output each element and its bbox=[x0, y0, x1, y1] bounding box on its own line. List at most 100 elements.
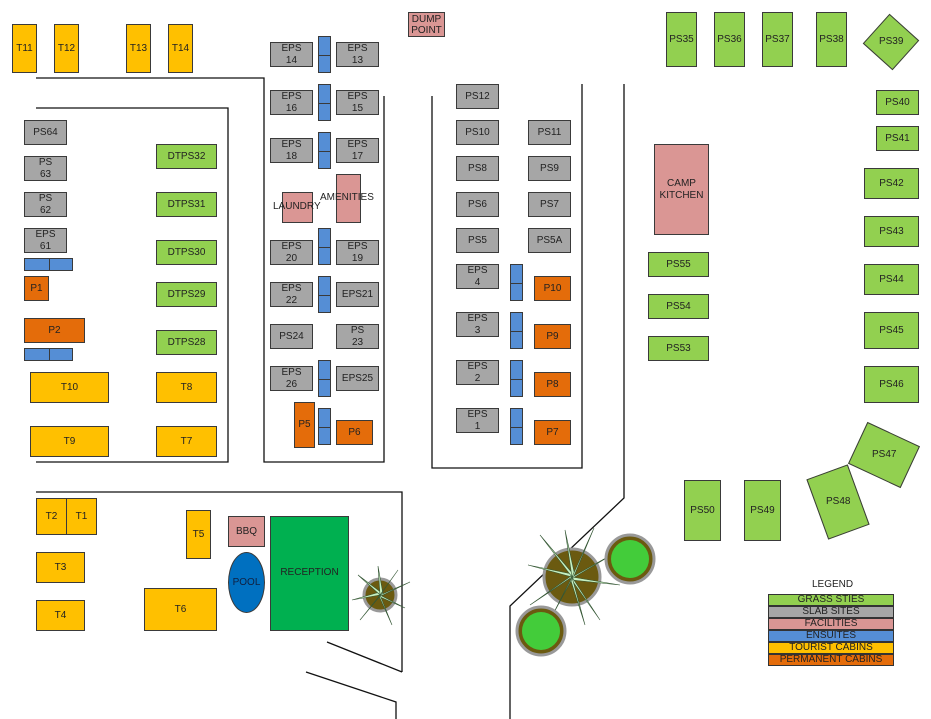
grass-site-dtps28[interactable]: DTPS28 bbox=[156, 330, 217, 355]
slab-site-eps14[interactable]: EPS 14 bbox=[270, 42, 313, 67]
slab-site-ps9[interactable]: PS9 bbox=[528, 156, 571, 181]
bbq[interactable]: BBQ bbox=[228, 516, 265, 547]
reception[interactable]: RECEPTION bbox=[270, 516, 349, 631]
grass-site-ps38[interactable]: PS38 bbox=[816, 12, 847, 67]
permanent-cabin-p9[interactable]: P9 bbox=[534, 324, 571, 349]
slab-site-eps61[interactable]: EPS 61 bbox=[24, 228, 67, 253]
grass-site-ps41[interactable]: PS41 bbox=[876, 126, 919, 151]
slab-site-eps2[interactable]: EPS 2 bbox=[456, 360, 499, 385]
tourist-cabin-t3[interactable]: T3 bbox=[36, 552, 85, 583]
grass-site-ps46[interactable]: PS46 bbox=[864, 366, 919, 403]
slab-site-eps4[interactable]: EPS 4 bbox=[456, 264, 499, 289]
ensuite[interactable] bbox=[510, 408, 523, 445]
grass-site-ps36[interactable]: PS36 bbox=[714, 12, 745, 67]
grass-site-ps50[interactable]: PS50 bbox=[684, 480, 721, 541]
tourist-cabin-t10[interactable]: T10 bbox=[30, 372, 109, 403]
grass-site-ps40[interactable]: PS40 bbox=[876, 90, 919, 115]
permanent-cabin-p8[interactable]: P8 bbox=[534, 372, 571, 397]
grass-site-ps54[interactable]: PS54 bbox=[648, 294, 709, 319]
ensuite[interactable] bbox=[510, 312, 523, 349]
camp-kitchen[interactable]: CAMP KITCHEN bbox=[654, 144, 709, 235]
slab-site-eps25[interactable]: EPS25 bbox=[336, 366, 379, 391]
grass-site-dtps29[interactable]: DTPS29 bbox=[156, 282, 217, 307]
grass-site-dtps31[interactable]: DTPS31 bbox=[156, 192, 217, 217]
tourist-cabin-t7[interactable]: T7 bbox=[156, 426, 217, 457]
slab-site-ps7[interactable]: PS7 bbox=[528, 192, 571, 217]
slab-site-ps23[interactable]: PS 23 bbox=[336, 324, 379, 349]
ensuite[interactable] bbox=[24, 348, 73, 361]
permanent-cabin-p7[interactable]: P7 bbox=[534, 420, 571, 445]
permanent-cabin-p5[interactable]: P5 bbox=[294, 402, 315, 448]
slab-site-eps13[interactable]: EPS 13 bbox=[336, 42, 379, 67]
grass-site-ps42[interactable]: PS42 bbox=[864, 168, 919, 199]
grass-site-ps55[interactable]: PS55 bbox=[648, 252, 709, 277]
slab-site-ps5[interactable]: PS5 bbox=[456, 228, 499, 253]
ensuite[interactable] bbox=[318, 360, 331, 397]
slab-site-ps10[interactable]: PS10 bbox=[456, 120, 499, 145]
ensuite[interactable] bbox=[318, 36, 331, 73]
grass-site-dtps30[interactable]: DTPS30 bbox=[156, 240, 217, 265]
grass-site-ps44[interactable]: PS44 bbox=[864, 264, 919, 295]
tourist-cabin-t14[interactable]: T14 bbox=[168, 24, 193, 73]
slab-site-eps1[interactable]: EPS 1 bbox=[456, 408, 499, 433]
grass-site-dtps32[interactable]: DTPS32 bbox=[156, 144, 217, 169]
tourist-cabin-t4[interactable]: T4 bbox=[36, 600, 85, 631]
ensuite[interactable] bbox=[318, 408, 331, 445]
slab-site-eps20[interactable]: EPS 20 bbox=[270, 240, 313, 265]
pool[interactable]: POOL bbox=[228, 552, 265, 613]
slab-site-eps19[interactable]: EPS 19 bbox=[336, 240, 379, 265]
dump-point[interactable]: DUMP POINT bbox=[408, 12, 445, 37]
palm-plant-icon bbox=[351, 565, 411, 626]
road-outline bbox=[36, 491, 403, 672]
grass-site-ps35[interactable]: PS35 bbox=[666, 12, 697, 67]
slab-site-ps64[interactable]: PS64 bbox=[24, 120, 67, 145]
slab-site-eps26[interactable]: EPS 26 bbox=[270, 366, 313, 391]
tourist-cabin-t2[interactable]: T2 bbox=[36, 498, 67, 535]
tourist-cabin-t13[interactable]: T13 bbox=[126, 24, 151, 73]
slab-site-eps3[interactable]: EPS 3 bbox=[456, 312, 499, 337]
slab-site-ps6[interactable]: PS6 bbox=[456, 192, 499, 217]
ensuite[interactable] bbox=[318, 276, 331, 313]
grass-site-ps43[interactable]: PS43 bbox=[864, 216, 919, 247]
slab-site-ps12[interactable]: PS12 bbox=[456, 84, 499, 109]
legend-grass-sites: GRASS STIES bbox=[768, 594, 894, 606]
permanent-cabin-p6[interactable]: P6 bbox=[336, 420, 373, 445]
amenities-building[interactable] bbox=[336, 174, 361, 223]
slab-site-eps16[interactable]: EPS 16 bbox=[270, 90, 313, 115]
ensuite[interactable] bbox=[510, 360, 523, 397]
slab-site-eps15[interactable]: EPS 15 bbox=[336, 90, 379, 115]
tourist-cabin-t9[interactable]: T9 bbox=[30, 426, 109, 457]
slab-site-ps8[interactable]: PS8 bbox=[456, 156, 499, 181]
tourist-cabin-t8[interactable]: T8 bbox=[156, 372, 217, 403]
slab-site-eps18[interactable]: EPS 18 bbox=[270, 138, 313, 163]
permanent-cabin-p10[interactable]: P10 bbox=[534, 276, 571, 301]
tourist-cabin-t6[interactable]: T6 bbox=[144, 588, 217, 631]
slab-site-ps24[interactable]: PS24 bbox=[270, 324, 313, 349]
ensuite[interactable] bbox=[24, 258, 73, 271]
tourist-cabin-t1[interactable]: T1 bbox=[66, 498, 97, 535]
slab-site-eps21[interactable]: EPS21 bbox=[336, 282, 379, 307]
permanent-cabin-p1[interactable]: P1 bbox=[24, 276, 49, 301]
grass-site-ps53[interactable]: PS53 bbox=[648, 336, 709, 361]
tourist-cabin-t12[interactable]: T12 bbox=[54, 24, 79, 73]
slab-site-ps62[interactable]: PS 62 bbox=[24, 192, 67, 217]
slab-site-ps11[interactable]: PS11 bbox=[528, 120, 571, 145]
tourist-cabin-t11[interactable]: T11 bbox=[12, 24, 37, 73]
ensuite[interactable] bbox=[318, 228, 331, 265]
legend-slab-sites: SLAB SITES bbox=[768, 606, 894, 618]
grass-site-ps37[interactable]: PS37 bbox=[762, 12, 793, 67]
slab-site-ps5a[interactable]: PS5A bbox=[528, 228, 571, 253]
slab-site-ps63[interactable]: PS 63 bbox=[24, 156, 67, 181]
ensuite[interactable] bbox=[318, 132, 331, 169]
ensuite[interactable] bbox=[510, 264, 523, 301]
laundry-building[interactable] bbox=[282, 192, 313, 223]
grass-site-ps45[interactable]: PS45 bbox=[864, 312, 919, 349]
palm-plant-icon bbox=[527, 527, 621, 626]
slab-site-eps22[interactable]: EPS 22 bbox=[270, 282, 313, 307]
ensuite[interactable] bbox=[318, 84, 331, 121]
permanent-cabin-p2[interactable]: P2 bbox=[24, 318, 85, 343]
grass-site-ps49[interactable]: PS49 bbox=[744, 480, 781, 541]
slab-site-eps17[interactable]: EPS 17 bbox=[336, 138, 379, 163]
road-outline bbox=[36, 107, 229, 463]
tourist-cabin-t5[interactable]: T5 bbox=[186, 510, 211, 559]
